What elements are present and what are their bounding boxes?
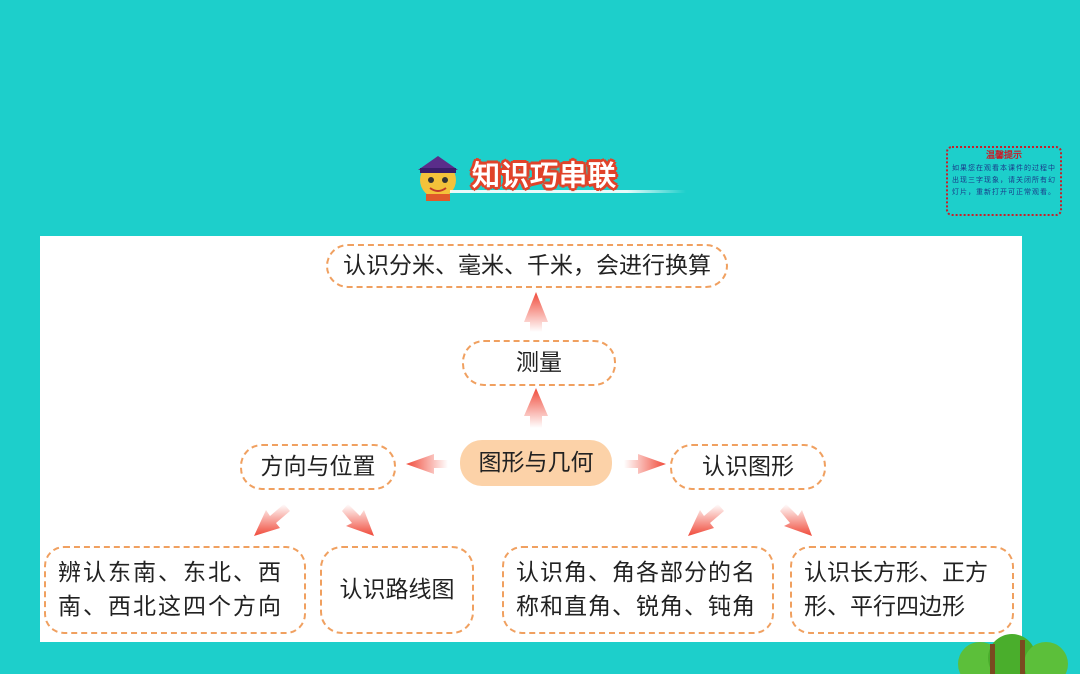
node-measure: 测量 <box>462 340 616 386</box>
mascot-icon <box>418 156 458 201</box>
node-conversion: 认识分米、毫米、千米，会进行换算 <box>326 244 728 288</box>
notice-body: 如果您在观看本课件的过程中出现三字现象，请关闭所有幻灯片，重新打开可正常观看。 <box>952 164 1056 196</box>
node-direction-position: 方向与位置 <box>240 444 396 490</box>
node-route-map: 认识路线图 <box>320 546 474 634</box>
arrow-center-to-measure <box>524 388 548 428</box>
header-title: 知识巧串联 <box>472 159 618 192</box>
notice-title: 温馨提示 <box>985 151 1022 161</box>
arrow-right-to-child-1 <box>688 504 724 536</box>
arrow-center-to-left <box>406 454 448 474</box>
arrow-left-to-child-2 <box>342 504 374 536</box>
section-header: 知识巧串联 <box>410 150 690 202</box>
header-underline <box>450 190 686 193</box>
arrow-center-to-right <box>624 454 666 474</box>
node-shapes: 认识图形 <box>670 444 826 490</box>
arrow-measure-to-top <box>524 292 548 332</box>
diagram-arrows <box>254 292 812 536</box>
tree-icon <box>958 634 1068 674</box>
node-quadrilaterals: 认识长方形、正方形、平行四边形 <box>790 546 1014 634</box>
node-center: 图形与几何 <box>460 440 612 486</box>
node-angles: 认识角、角各部分的名称和直角、锐角、钝角 <box>502 546 774 634</box>
arrow-right-to-child-2 <box>780 504 812 536</box>
diagram-panel: 认识分米、毫米、千米，会进行换算 测量 图形与几何 方向与位置 认识图形 辨认东… <box>40 236 1022 642</box>
warning-notice: 温馨提示 如果您在观看本课件的过程中出现三字现象，请关闭所有幻灯片，重新打开可正… <box>946 146 1062 216</box>
arrow-left-to-child-1 <box>254 504 290 536</box>
node-four-directions: 辨认东南、东北、西南、西北这四个方向 <box>44 546 306 634</box>
